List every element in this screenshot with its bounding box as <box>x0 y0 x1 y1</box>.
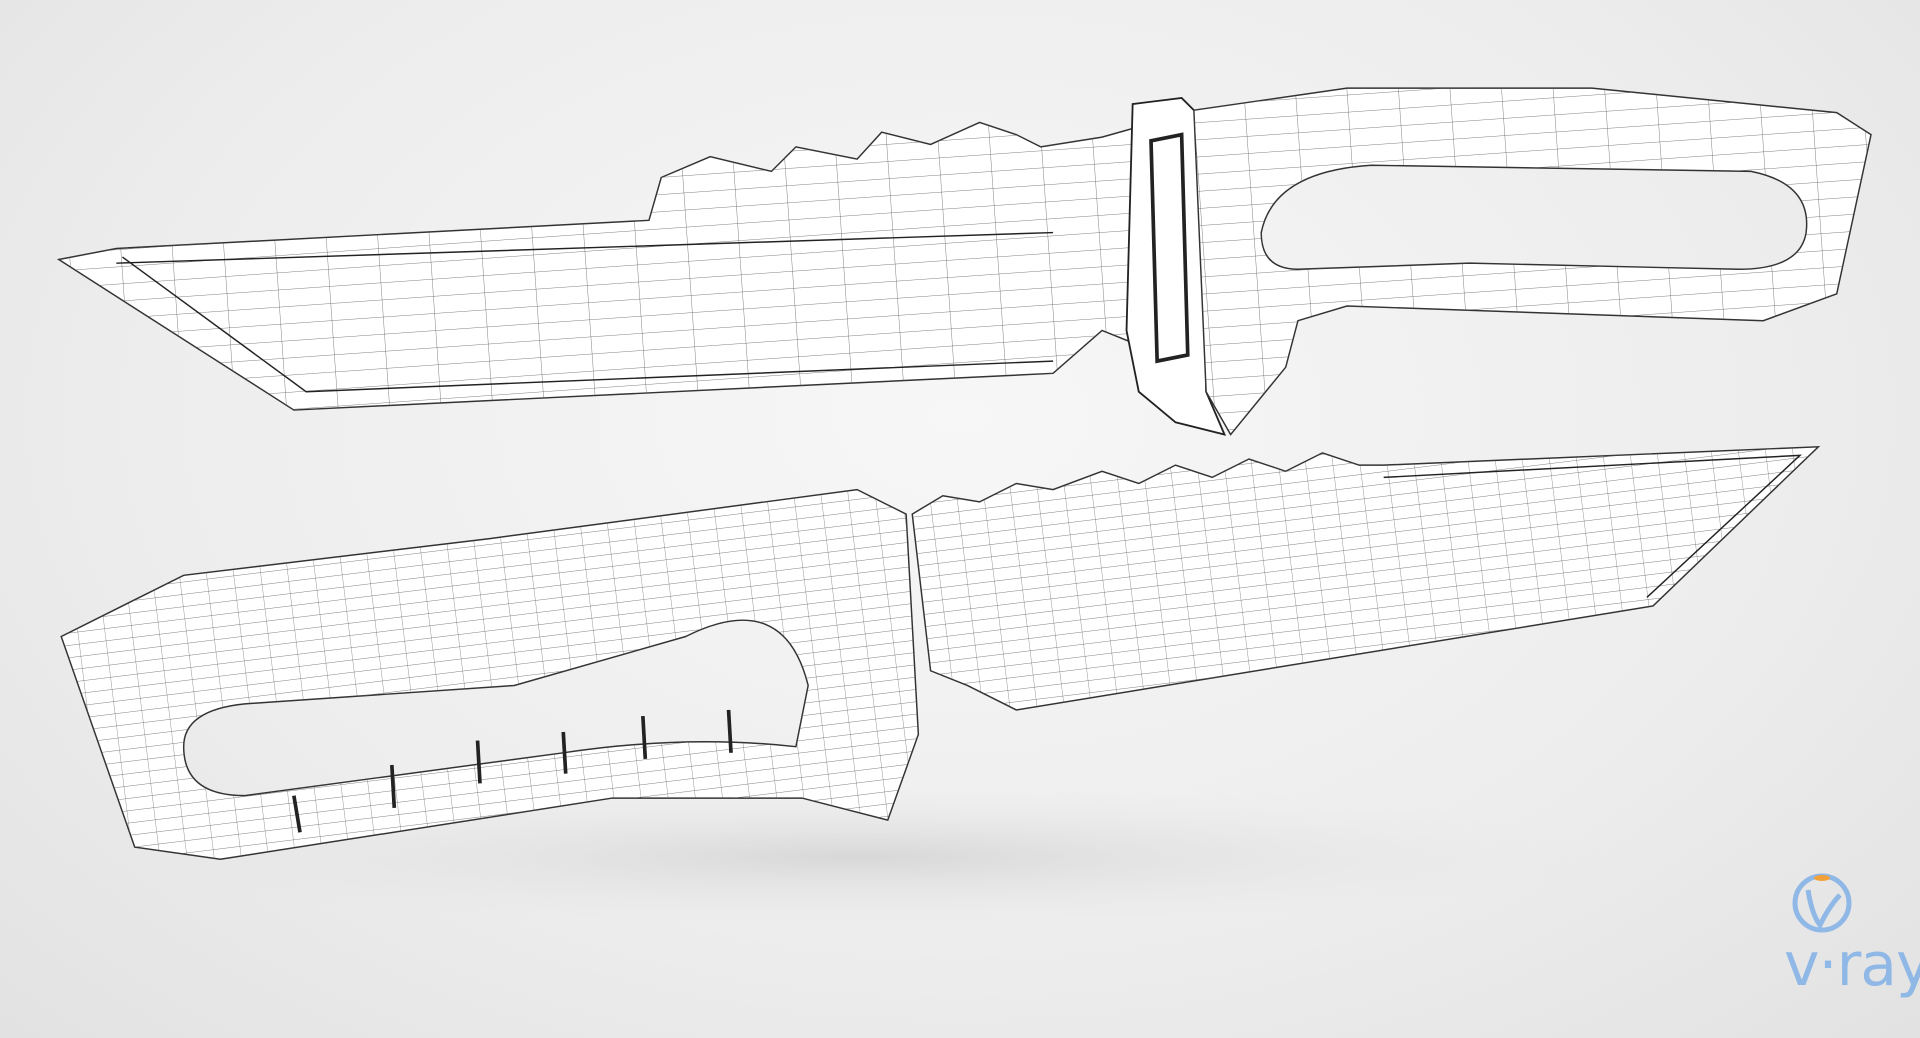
vray-accent-icon <box>1814 875 1830 881</box>
bottom-knife <box>60 445 1821 861</box>
vray-v-icon <box>1805 889 1842 930</box>
top-knife <box>56 87 1872 436</box>
vray-logo-text: v·ray <box>1784 930 1920 1000</box>
